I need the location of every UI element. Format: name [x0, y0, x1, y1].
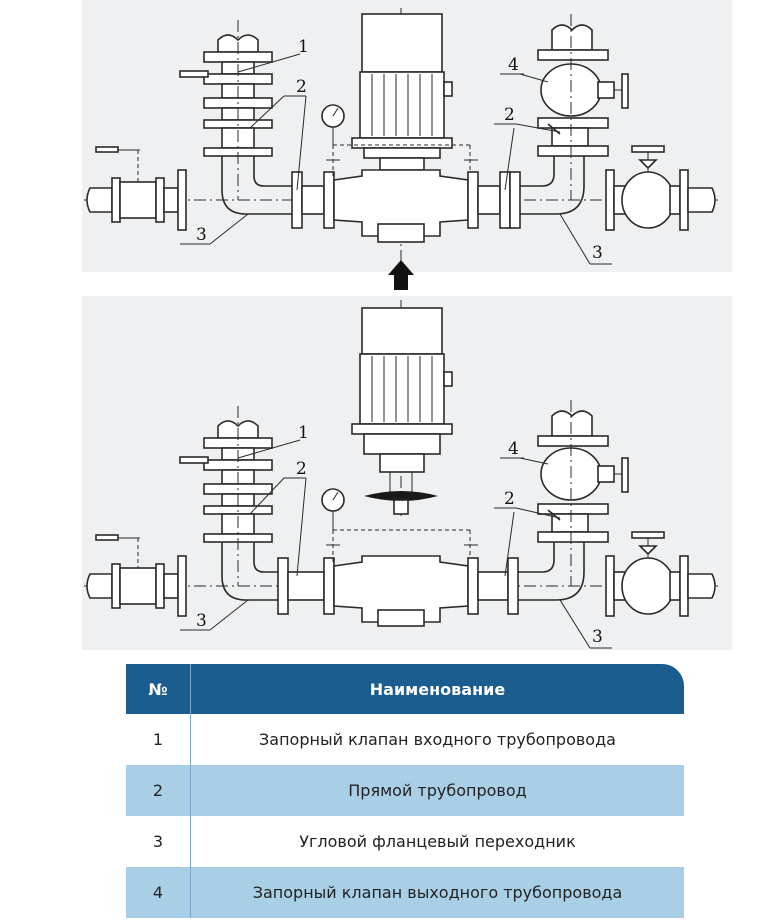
- row-number: 4: [126, 867, 191, 918]
- parts-table: № Наименование 1 Запорный клапан входног…: [126, 664, 684, 918]
- outlet-valve-bottom: [537, 400, 629, 586]
- left-elbow-and-pipe-bottom: [221, 542, 335, 615]
- callout-3-bottom-right: 3: [592, 627, 603, 647]
- right-pipe-and-elbow: [467, 156, 585, 229]
- right-pipe-and-elbow-bottom: [467, 542, 585, 615]
- callout-4-top: 4: [508, 55, 519, 75]
- row-name: Угловой фланцевый переходник: [191, 816, 684, 867]
- row-name: Запорный клапан выходного трубопровода: [191, 867, 684, 918]
- pump-installation-diagram: 1 2 3 4 2 3: [82, 0, 732, 650]
- callout-4-bottom: 4: [508, 439, 519, 459]
- table-row: 1 Запорный клапан входного трубопровода: [126, 714, 684, 765]
- pump-motor-lifted: [351, 307, 453, 515]
- table-header-row: № Наименование: [126, 664, 684, 714]
- bottom-leaders: [180, 439, 612, 649]
- pressure-gauge-top: [321, 104, 478, 176]
- callout-1-bottom: 1: [298, 423, 309, 443]
- right-globe-valve: [605, 145, 716, 231]
- up-arrow-icon: [388, 260, 414, 290]
- callout-3-bottom-left: 3: [196, 611, 207, 631]
- pump-top: [333, 13, 469, 243]
- callout-2-top-left: 2: [296, 77, 307, 97]
- row-number: 2: [126, 765, 191, 816]
- row-number: 3: [126, 816, 191, 867]
- callout-1-top: 1: [298, 37, 309, 57]
- header-number: №: [126, 664, 191, 714]
- left-gate-valve: [86, 146, 187, 231]
- right-globe-valve-bottom: [605, 531, 716, 617]
- callout-3-top-right: 3: [592, 243, 603, 263]
- inlet-valve-top: [179, 20, 273, 200]
- row-name: Прямой трубопровод: [191, 765, 684, 816]
- callout-3-top-left: 3: [196, 225, 207, 245]
- row-number: 1: [126, 714, 191, 765]
- top-assembly: 1 2 3 4 2 3: [82, 0, 732, 272]
- inlet-valve-bottom: [179, 406, 273, 586]
- outlet-valve-top: [537, 14, 629, 200]
- top-leaders: [180, 53, 612, 265]
- left-gate-valve-bottom: [86, 534, 187, 617]
- table-row: 4 Запорный клапан выходного трубопровода: [126, 867, 684, 918]
- table-row: 3 Угловой фланцевый переходник: [126, 816, 684, 867]
- callout-2-top-right: 2: [504, 105, 515, 125]
- row-name: Запорный клапан входного трубопровода: [191, 714, 684, 765]
- header-name: Наименование: [191, 664, 684, 714]
- table-row: 2 Прямой трубопровод: [126, 765, 684, 816]
- pressure-gauge-bottom: [321, 488, 478, 562]
- callout-2-bottom-left: 2: [296, 459, 307, 479]
- callout-2-bottom-right: 2: [504, 489, 515, 509]
- bottom-assembly: 1 2 3 4 2 3: [82, 296, 732, 650]
